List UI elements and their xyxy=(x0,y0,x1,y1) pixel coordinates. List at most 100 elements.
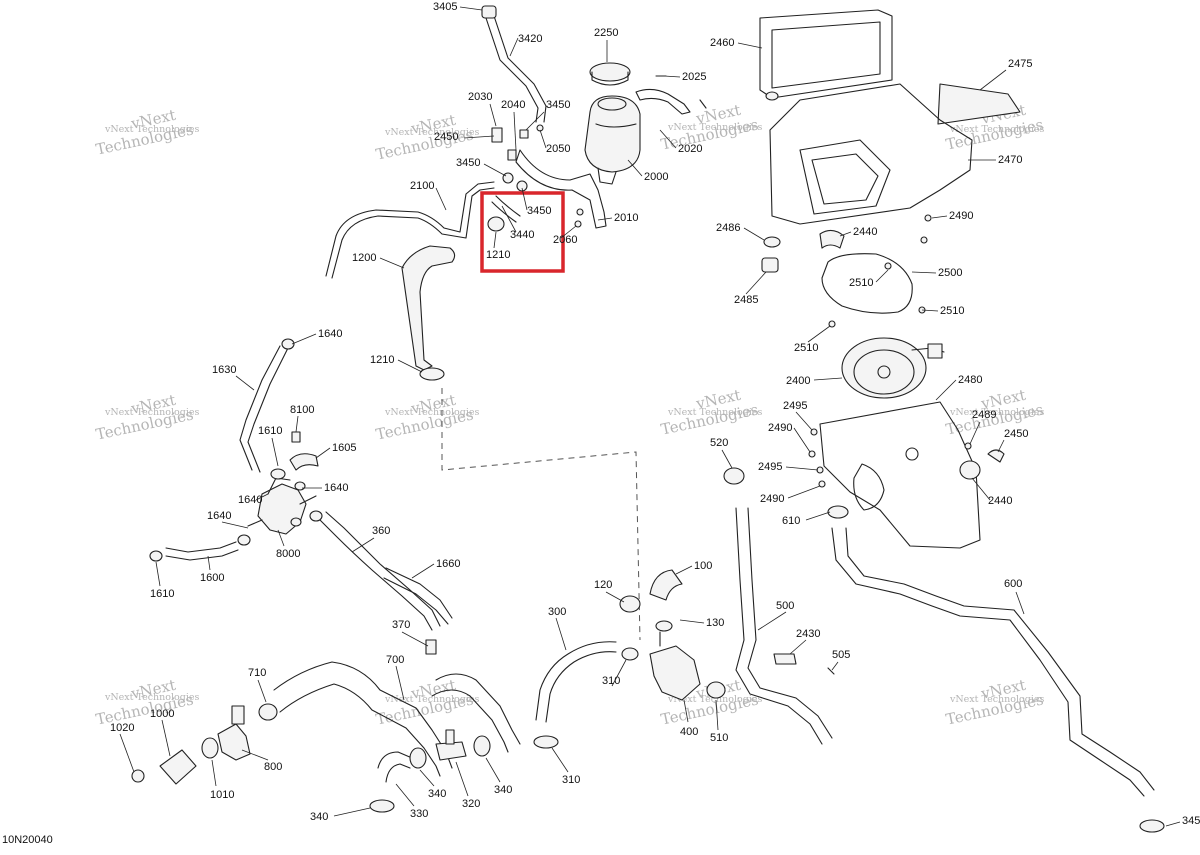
callout-label: 700 xyxy=(386,654,404,666)
svg-text:vNext Technologies: vNext Technologies xyxy=(384,694,479,705)
callout-label: 2440 xyxy=(853,226,877,238)
callout-label: 600 xyxy=(1004,578,1022,590)
hose-600 xyxy=(831,527,1155,797)
highlight-box xyxy=(480,191,565,273)
svg-text:vNext Technologies: vNext Technologies xyxy=(104,124,199,135)
screw-505 xyxy=(827,667,835,675)
svg-text:vNext Technologies: vNext Technologies xyxy=(949,407,1044,418)
clamp-710 xyxy=(258,703,278,721)
hardware-right xyxy=(808,214,972,488)
watermark: vNext Technologies xyxy=(659,101,760,154)
hose-500 xyxy=(735,507,833,745)
callout-label: 345 xyxy=(1182,815,1200,827)
callout-label: 310 xyxy=(602,675,620,687)
plate-2475 xyxy=(937,83,1021,125)
elbow-100 xyxy=(649,569,683,601)
radiator-cap-2250 xyxy=(589,40,631,86)
thermostat-housing-400 xyxy=(649,620,701,701)
callout-label: 2440 xyxy=(988,495,1012,507)
callout-label: 360 xyxy=(372,525,390,537)
callout-label: 8000 xyxy=(276,548,300,560)
hose-1660 xyxy=(383,567,453,625)
callout-label: 1610 xyxy=(150,588,174,600)
clamp-1020 xyxy=(131,769,145,783)
callout-label: 2400 xyxy=(786,375,810,387)
callout-label: 800 xyxy=(264,761,282,773)
hose-1600 xyxy=(149,534,251,562)
callout-label: 520 xyxy=(710,437,728,449)
clamp-2440 xyxy=(959,460,981,480)
fitting-800 xyxy=(217,705,251,761)
callout-label: 2510 xyxy=(849,277,873,289)
fasteners-top xyxy=(491,75,707,228)
callout-label: 3405 xyxy=(433,1,457,13)
callout-label: 2430 xyxy=(796,628,820,640)
callout-label: 300 xyxy=(548,606,566,618)
callout-label: 1640 xyxy=(324,482,348,494)
callout-label: 2510 xyxy=(794,342,818,354)
clamps-310 xyxy=(533,647,639,749)
callout-label: 340 xyxy=(494,784,512,796)
callout-label: 2470 xyxy=(998,154,1022,166)
callout-label: 3440 xyxy=(510,229,534,241)
gasket-plate-2500 xyxy=(821,253,913,314)
svg-text:vNext Technologies: vNext Technologies xyxy=(949,694,1044,705)
hose-1200 xyxy=(401,245,456,371)
callout-label: 400 xyxy=(680,726,698,738)
bracket-2020 xyxy=(635,88,691,115)
coolant-reservoir-2000 xyxy=(584,95,641,185)
callout-label: 130 xyxy=(706,617,724,629)
clamp-520 xyxy=(723,467,745,485)
svg-text:vNext Technologies: vNext Technologies xyxy=(104,692,199,703)
callout-label: 1600 xyxy=(200,572,224,584)
tee-320 xyxy=(435,729,467,761)
svg-text:vNext Technologies: vNext Technologies xyxy=(949,124,1044,135)
clamp-510 xyxy=(706,681,726,699)
callout-label: 710 xyxy=(248,667,266,679)
svg-text:vNext Technologies: vNext Technologies xyxy=(667,122,762,133)
clamp-1010 xyxy=(201,737,219,759)
callout-label: 1610 xyxy=(258,425,282,437)
callout-label: 2489 xyxy=(972,409,996,421)
callout-label: 510 xyxy=(710,732,728,744)
callout-label: 2490 xyxy=(949,210,973,222)
callout-label: 1640 xyxy=(238,494,262,506)
callout-label: 2450 xyxy=(1004,428,1028,440)
radiator-frame-2460 xyxy=(759,9,893,101)
svg-text:vNext Technologies: vNext Technologies xyxy=(384,127,479,138)
washer-2486 xyxy=(763,236,781,248)
callout-label: 370 xyxy=(392,619,410,631)
svg-text:vNext Technologies: vNext Technologies xyxy=(104,407,199,418)
callout-label: 2025 xyxy=(682,71,706,83)
cap-2450 xyxy=(987,449,1005,463)
hose-330 xyxy=(377,751,413,783)
callout-label: 1630 xyxy=(212,364,236,376)
callout-label: 3420 xyxy=(518,33,542,45)
fitting-370 xyxy=(425,639,437,655)
coupler-1000 xyxy=(159,749,197,785)
callout-label: 2000 xyxy=(644,171,668,183)
routing-dashed-line xyxy=(441,388,641,641)
svg-text:vNext Technologies: vNext Technologies xyxy=(667,694,762,705)
callout-label: 2010 xyxy=(614,212,638,224)
callout-label: 2495 xyxy=(758,461,782,473)
callout-label: 100 xyxy=(694,560,712,572)
fan-shroud-2470 xyxy=(769,83,973,225)
callout-label: 330 xyxy=(410,808,428,820)
callout-label: 2050 xyxy=(546,143,570,155)
parts-layer xyxy=(131,5,1165,833)
svg-text:vNext Technologies: vNext Technologies xyxy=(384,407,479,418)
callout-label: 610 xyxy=(782,515,800,527)
callout-label: 2500 xyxy=(938,267,962,279)
callout-label: 2490 xyxy=(768,422,792,434)
callout-label: 2490 xyxy=(760,493,784,505)
hose-300 xyxy=(535,641,617,723)
hose-700 xyxy=(273,661,521,777)
callout-label: 2510 xyxy=(940,305,964,317)
hose-3420 xyxy=(481,5,547,123)
callout-label: 3450 xyxy=(527,205,551,217)
callout-label: 2495 xyxy=(783,400,807,412)
